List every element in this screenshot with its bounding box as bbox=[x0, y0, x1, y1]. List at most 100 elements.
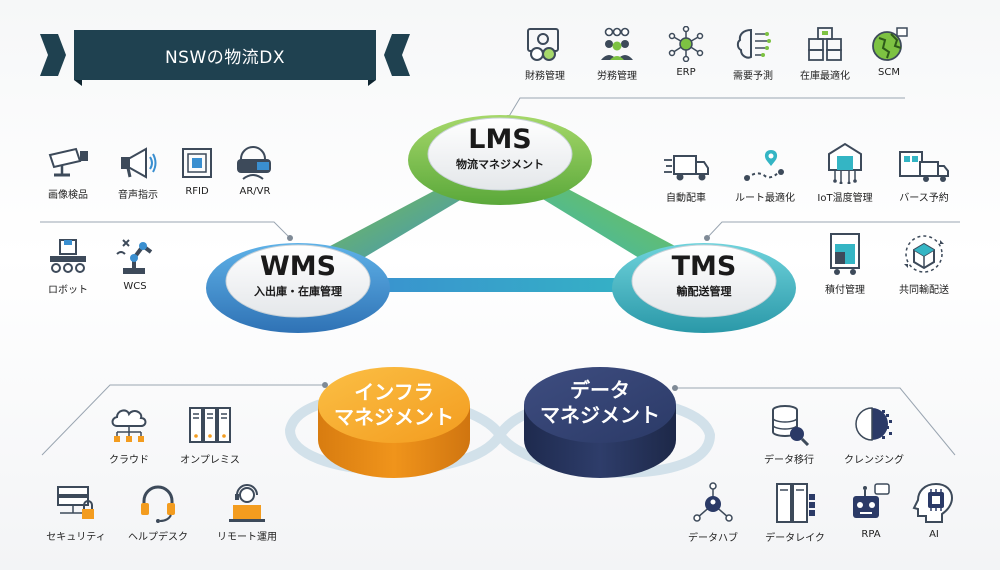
route-icon bbox=[744, 150, 784, 181]
truck-icon bbox=[664, 155, 709, 181]
data-item-label: AI bbox=[929, 529, 939, 540]
rfid-icon bbox=[182, 148, 212, 178]
data-line1: データ bbox=[570, 378, 630, 402]
wms-title: WMS bbox=[259, 251, 337, 282]
lms-item: 在庫最適化 bbox=[785, 26, 865, 82]
data-line2: マネジメント bbox=[540, 403, 660, 427]
server-icon bbox=[189, 407, 231, 443]
lake-icon bbox=[776, 483, 815, 523]
rpa-icon bbox=[853, 483, 890, 518]
lms-title: LMS bbox=[468, 124, 532, 155]
headset-icon bbox=[141, 485, 175, 523]
tms-item: IoT温度管理 bbox=[805, 140, 885, 204]
warehouse-icon bbox=[828, 142, 862, 184]
infra-item: クラウド bbox=[89, 402, 169, 466]
boxes-icon bbox=[808, 27, 842, 61]
infra-item: ヘルプデスク bbox=[118, 483, 198, 543]
tms-item-label: 積付管理 bbox=[825, 285, 865, 296]
security-icon bbox=[57, 486, 94, 519]
wms-item-label: 音声指示 bbox=[118, 190, 158, 201]
wms-node: WMS 入出庫・在庫管理 bbox=[226, 251, 370, 299]
data-item-label: データ移行 bbox=[764, 455, 814, 466]
data-item: RPA bbox=[831, 482, 911, 540]
wms-item: ロボット bbox=[28, 236, 108, 296]
tms-item: 自動配車 bbox=[646, 152, 726, 204]
title-banner bbox=[40, 30, 410, 86]
wms-item-label: RFID bbox=[185, 186, 209, 197]
infra-item: オンプレミス bbox=[170, 402, 250, 466]
data-item: クレンジング bbox=[834, 402, 914, 466]
infra-item-label: クラウド bbox=[109, 455, 149, 466]
hub-icon bbox=[693, 482, 733, 522]
remote-icon bbox=[229, 484, 265, 522]
cleansing-icon bbox=[855, 407, 892, 441]
infra-item-label: リモート運用 bbox=[217, 532, 277, 543]
data-item: データレイク bbox=[755, 482, 835, 544]
infra-line2: マネジメント bbox=[334, 405, 454, 429]
wms-item-label: ロボット bbox=[48, 285, 88, 296]
tms-item-label: ルート最適化 bbox=[735, 193, 795, 204]
tms-item-label: 自動配車 bbox=[666, 193, 706, 204]
lms-subtitle: 物流マネジメント bbox=[456, 158, 544, 171]
erp-icon bbox=[668, 26, 704, 62]
lms-item: 需要予測 bbox=[713, 26, 793, 82]
tms-item-label: IoT温度管理 bbox=[817, 193, 873, 204]
lms-item-label: SCM bbox=[878, 67, 900, 78]
tms-node: TMS 輸配送管理 bbox=[632, 251, 776, 299]
data-item-label: クレンジング bbox=[844, 455, 904, 466]
infra-line1: インフラ bbox=[354, 380, 434, 404]
page-title: NSWの物流DX bbox=[164, 47, 286, 68]
brain-icon bbox=[736, 28, 771, 59]
berth-icon bbox=[899, 151, 949, 182]
data-item-label: RPA bbox=[861, 529, 881, 540]
infra-item-label: オンプレミス bbox=[180, 455, 240, 466]
tms-item: 共同輸配送 bbox=[884, 232, 964, 296]
camera-icon bbox=[48, 147, 88, 177]
data-disc: データ マネジメント bbox=[524, 378, 676, 428]
wms-item: 画像検品 bbox=[28, 145, 108, 201]
labor-icon bbox=[601, 27, 633, 60]
lms-item-label: 労務管理 bbox=[597, 71, 637, 82]
data-item: AI bbox=[894, 482, 974, 540]
tms-item: ルート最適化 bbox=[725, 148, 805, 204]
database-icon bbox=[772, 405, 810, 446]
infra-item-label: セキュリティ bbox=[46, 532, 106, 543]
tms-subtitle: 輸配送管理 bbox=[676, 285, 732, 298]
lms-node: LMS 物流マネジメント bbox=[428, 124, 572, 172]
globe-icon bbox=[872, 27, 908, 61]
tms-item: 積付管理 bbox=[805, 232, 885, 296]
lms-item-label: ERP bbox=[676, 67, 696, 78]
ai-head-icon bbox=[912, 482, 954, 523]
infra-item: セキュリティ bbox=[36, 483, 116, 543]
lms-item-label: 在庫最適化 bbox=[800, 71, 850, 82]
robot-arm-icon bbox=[116, 239, 153, 274]
tms-title: TMS bbox=[671, 251, 737, 282]
shared-delivery-icon bbox=[904, 235, 944, 273]
wms-item: RFID bbox=[157, 145, 237, 197]
lms-item-label: 需要予測 bbox=[733, 71, 773, 82]
infra-disc: インフラ マネジメント bbox=[318, 380, 470, 430]
data-item-label: データレイク bbox=[765, 533, 825, 544]
cloud-icon bbox=[111, 409, 147, 442]
tms-item-label: バース予約 bbox=[899, 193, 949, 204]
lms-item-label: 財務管理 bbox=[525, 71, 565, 82]
lms-item: SCM bbox=[849, 26, 929, 78]
infra-item-label: ヘルプデスク bbox=[128, 532, 188, 543]
data-item-label: データハブ bbox=[688, 533, 738, 544]
data-item: データ移行 bbox=[749, 402, 829, 466]
tms-item: バース予約 bbox=[884, 148, 964, 204]
finance-icon bbox=[527, 28, 559, 61]
wms-subtitle: 入出庫・在庫管理 bbox=[254, 285, 342, 298]
conveyor-icon bbox=[50, 239, 86, 273]
tms-item-label: 共同輸配送 bbox=[899, 285, 949, 296]
wms-item-label: AR/VR bbox=[239, 186, 271, 197]
wms-item: AR/VR bbox=[215, 145, 295, 197]
wms-item-label: 画像検品 bbox=[48, 190, 88, 201]
wms-item: 音声指示 bbox=[98, 145, 178, 201]
wms-item: WCS bbox=[95, 236, 175, 292]
lms-item: 労務管理 bbox=[577, 26, 657, 82]
vr-icon bbox=[237, 146, 271, 180]
data-item: データハブ bbox=[673, 482, 753, 544]
lms-item: 財務管理 bbox=[505, 26, 585, 82]
